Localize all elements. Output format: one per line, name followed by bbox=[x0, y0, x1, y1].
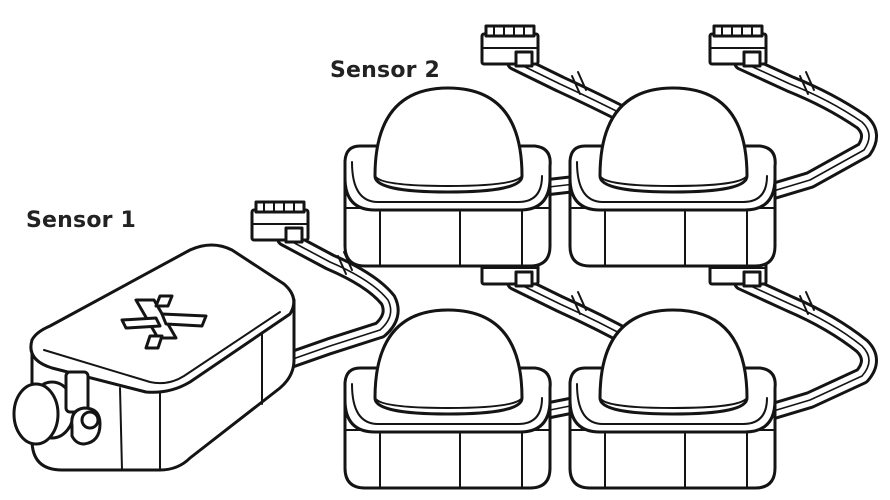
sensor-1-label: Sensor 1 bbox=[26, 208, 137, 233]
connector-sensor-1 bbox=[250, 200, 310, 244]
dome-sensor-top-left bbox=[343, 86, 552, 268]
latch-icon bbox=[64, 370, 102, 446]
sensor-2-label: Sensor 2 bbox=[330, 58, 441, 83]
x-logo-icon bbox=[120, 294, 208, 350]
dome-sensor-top-right bbox=[568, 86, 777, 268]
connector-top-right bbox=[708, 24, 768, 68]
box-sensor-1 bbox=[12, 243, 296, 472]
dome-sensor-bottom-right bbox=[568, 308, 777, 490]
connector-top-left bbox=[480, 24, 540, 68]
